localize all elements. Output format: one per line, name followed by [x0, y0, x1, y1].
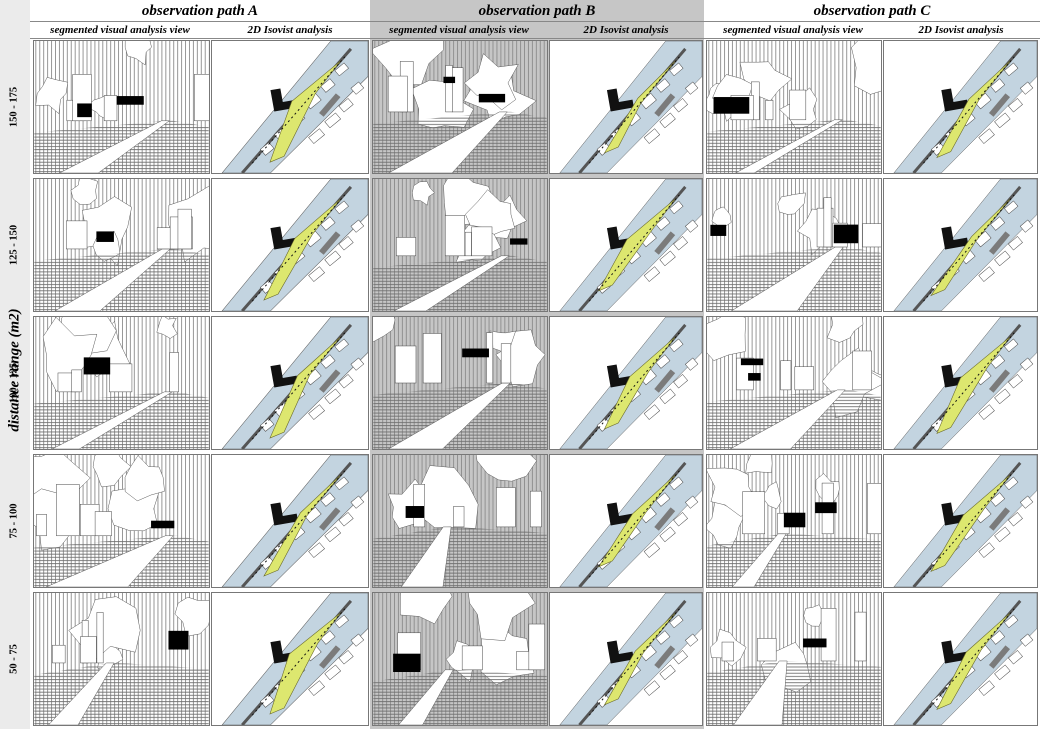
panel-path-b-isovist-map-row-1: [549, 40, 703, 174]
panel-path-a-segmented-view-row-2: [33, 178, 210, 312]
panel-path-c-segmented-view-row-3: [706, 316, 882, 450]
panel-path-c-segmented-view-row-1: [706, 40, 882, 174]
panel-path-c-isovist-map-row-5: [883, 592, 1038, 726]
panel-path-a-isovist-map-row-3: [211, 316, 369, 450]
panel-path-a-segmented-view-row-4: [33, 454, 210, 588]
path-c-view-label: segmented visual analysis view: [723, 24, 863, 36]
path-c-title: observation path C: [813, 3, 931, 19]
panel-path-c-segmented-view-row-4: [706, 454, 882, 588]
axis-sidebar: [0, 0, 30, 729]
path-b-view-label: segmented visual analysis view: [389, 24, 529, 36]
row-label-50-75: 50 - 75: [8, 644, 20, 674]
path-b-title: observation path B: [478, 3, 596, 19]
panel-path-a-segmented-view-row-1: [33, 40, 210, 174]
path-b-isovist-label: 2D Isovist analysis: [583, 24, 669, 36]
header-divider: [30, 21, 1040, 22]
panel-path-c-segmented-view-row-2: [706, 178, 882, 312]
panel-path-a-isovist-map-row-4: [211, 454, 369, 588]
panel-path-b-isovist-map-row-5: [549, 592, 703, 726]
panel-path-b-isovist-map-row-3: [549, 316, 703, 450]
panel-path-a-isovist-map-row-5: [211, 592, 369, 726]
panel-path-a-segmented-view-row-5: [33, 592, 210, 726]
row-label-100-125: 100 - 125: [8, 362, 20, 404]
panel-path-b-segmented-view-row-3: [372, 316, 548, 450]
panel-path-c-isovist-map-row-1: [883, 40, 1038, 174]
row-label-150-175: 150 - 175: [8, 86, 20, 128]
panel-path-b-isovist-map-row-4: [549, 454, 703, 588]
panel-path-c-segmented-view-row-5: [706, 592, 882, 726]
panel-path-a-isovist-map-row-2: [211, 178, 369, 312]
panel-path-a-segmented-view-row-3: [33, 316, 210, 450]
panel-path-c-isovist-map-row-4: [883, 454, 1038, 588]
path-a-isovist-label: 2D Isovist analysis: [247, 24, 333, 36]
panel-path-c-isovist-map-row-3: [883, 316, 1038, 450]
panel-path-b-segmented-view-row-1: [372, 40, 548, 174]
panel-path-b-segmented-view-row-2: [372, 178, 548, 312]
panel-path-b-segmented-view-row-4: [372, 454, 548, 588]
panel-path-b-segmented-view-row-5: [372, 592, 548, 726]
row-label-125-150: 125 - 150: [8, 224, 20, 266]
panel-path-a-isovist-map-row-1: [211, 40, 369, 174]
panel-path-b-isovist-map-row-2: [549, 178, 703, 312]
subheader-divider: [30, 38, 1040, 39]
path-a-title: observation path A: [141, 3, 259, 19]
path-a-view-label: segmented visual analysis view: [50, 24, 190, 36]
row-label-75-100: 75 - 100: [8, 503, 20, 539]
path-c-isovist-label: 2D Isovist analysis: [918, 24, 1004, 36]
panel-path-c-isovist-map-row-2: [883, 178, 1038, 312]
